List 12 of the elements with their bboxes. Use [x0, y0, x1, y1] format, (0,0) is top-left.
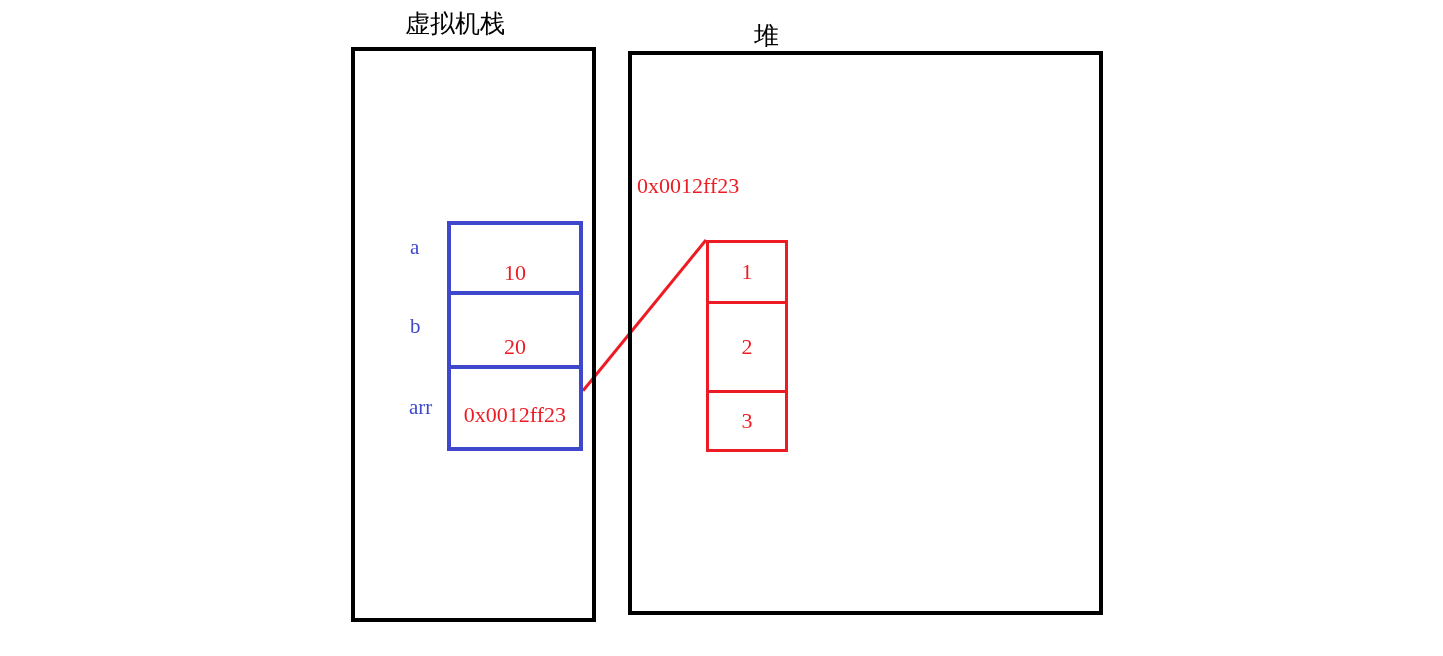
stack-title: 虚拟机栈 — [405, 10, 505, 38]
address-label: 0x0012ff23 — [637, 174, 740, 199]
cell-value: 0x0012ff23 — [463, 402, 567, 427]
variable-name: b — [410, 315, 421, 339]
element-value: 3 — [741, 408, 753, 434]
variable-name: arr — [409, 396, 433, 420]
heap-title: 堆 — [754, 22, 779, 50]
cell-value: 20 — [504, 334, 526, 359]
variable-name: a — [410, 236, 420, 260]
cell-value: 10 — [504, 260, 526, 285]
element-value: 1 — [741, 259, 753, 285]
element-value: 2 — [741, 334, 753, 360]
